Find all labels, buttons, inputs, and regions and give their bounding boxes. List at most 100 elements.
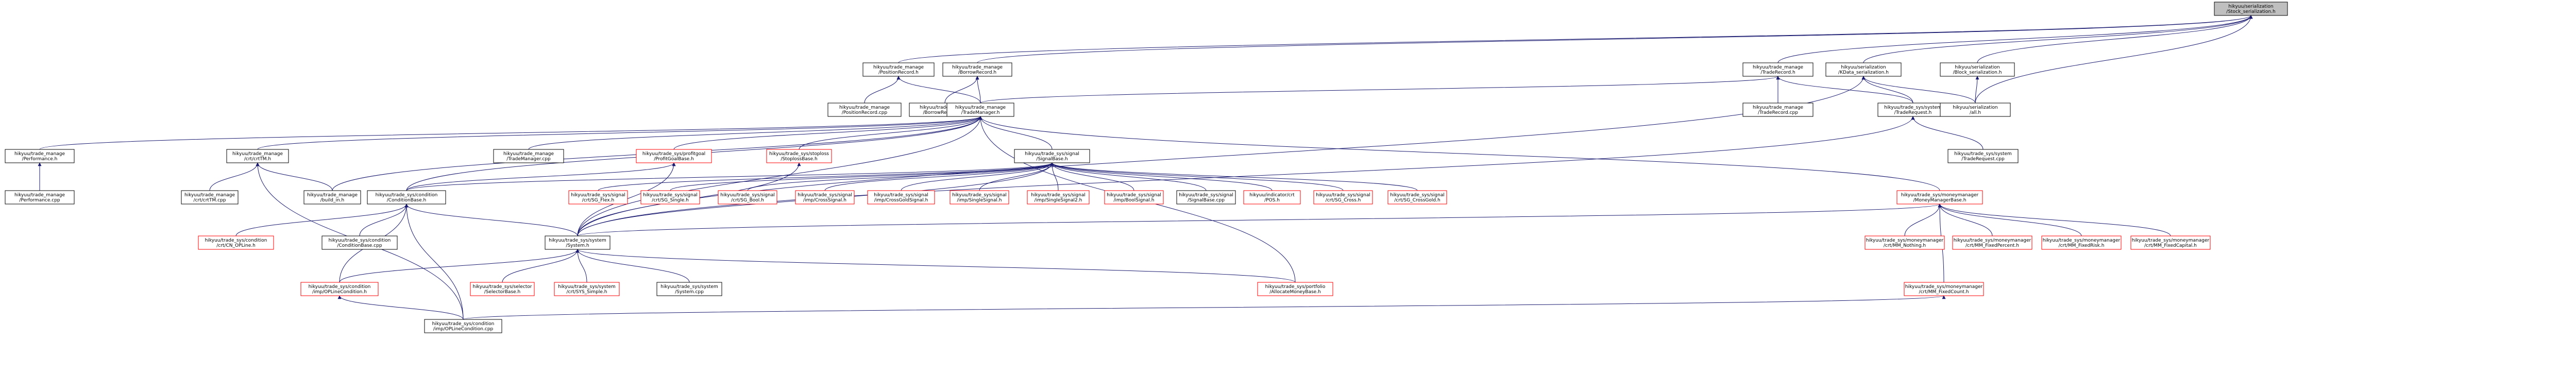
node-label-line: hikyuu/trade_sys/condition: [432, 321, 495, 327]
node-label-line: /build_in.h: [320, 198, 344, 203]
node-imp-crossgold[interactable]: hikyuu/trade_sys/signal/imp/CrossGoldSig…: [867, 190, 935, 205]
node-mm-base[interactable]: hikyuu/trade_sys/moneymanager/MoneyManag…: [1896, 190, 1983, 205]
node-label-line: hikyuu/trade_sys/moneymanager: [1901, 193, 1979, 198]
node-box: [862, 62, 935, 77]
include-edge-traderec_h-to-root: [1777, 15, 2253, 63]
node-cond-base[interactable]: hikyuu/trade_sys/condition/ConditionBase…: [367, 190, 446, 205]
node-perf-h[interactable]: hikyuu/trade_manage/Performance.h: [5, 149, 75, 163]
include-edge-tm_cpp-to-tm_h: [528, 116, 982, 150]
node-perf-cpp[interactable]: hikyuu/trade_manage/Performance.cpp: [5, 190, 75, 205]
include-edge-imp_single2-to-sig_base: [1050, 162, 1059, 191]
node-box: [424, 319, 502, 333]
include-edge-system_h-to-mm_base: [577, 204, 1941, 236]
node-crttm-h[interactable]: hikyuu/trade_manage/crt/crtTM.h: [226, 149, 289, 163]
node-posrec-h[interactable]: hikyuu/trade_manage/PositionRecord.h: [862, 62, 935, 77]
node-label-line: hikyuu/trade_sys/signal: [571, 193, 625, 198]
node-imp-single[interactable]: hikyuu/trade_sys/signal/imp/SingleSignal…: [950, 190, 1009, 205]
node-pg-base[interactable]: hikyuu/trade_sys/profitgoal/ProfitGoalBa…: [636, 149, 712, 163]
node-label-line: hikyuu/trade_sys/condition: [376, 193, 438, 198]
node-crttm-cpp[interactable]: hikyuu/trade_manage/crt/crtTM.cpp: [181, 190, 239, 205]
node-box: [2214, 2, 2288, 16]
node-sg-single[interactable]: hikyuu/trade_sys/signal/crt/SG_Single.h: [640, 190, 700, 205]
node-kdata-ser[interactable]: hikyuu/serialization/KData_serialization…: [1825, 62, 1902, 77]
node-label-line: hikyuu/trade_manage: [307, 193, 358, 198]
node-label-line: hikyuu/trade_manage: [952, 65, 1003, 70]
node-mm-fixpct[interactable]: hikyuu/trade_sys/moneymanager/crt/MM_Fix…: [1952, 235, 2032, 250]
node-sp-base[interactable]: hikyuu/trade_sys/stoploss/StoplossBase.h: [766, 149, 832, 163]
node-root[interactable]: hikyuu/serialization/Stock_serialization…: [2214, 2, 2288, 16]
node-ind-pos[interactable]: hikyuu/indicator/crt/POS.h: [1243, 190, 1301, 205]
node-sig-cpp[interactable]: hikyuu/trade_sys/signal/SignalBase.cpp: [1176, 190, 1236, 205]
node-label-line: /TradeRecord.h: [1760, 70, 1795, 75]
node-label-line: hikyuu/serialization: [2228, 4, 2273, 9]
include-edge-cond_cpp-to-cond_base: [359, 204, 409, 236]
node-label-line: hikyuu/trade_sys/signal: [1390, 193, 1445, 198]
node-label-line: /imp/OPLineCondition.h: [312, 290, 367, 295]
include-edge-mm_fixrisk-to-mm_base: [1938, 204, 2082, 236]
include-edge-mm_nothing-to-mm_base: [1904, 204, 1942, 236]
node-mm-fixrisk[interactable]: hikyuu/trade_sys/moneymanager/crt/MM_Fix…: [2041, 235, 2122, 250]
node-sg-cross[interactable]: hikyuu/trade_sys/signal/crt/SG_Cross.h: [1313, 190, 1373, 205]
node-cn-opline[interactable]: hikyuu/trade_sys/condition/crt/CN_OPLine…: [198, 235, 274, 250]
node-box: [321, 235, 398, 250]
node-label-line: /imp/OPLineCondition.cpp: [433, 327, 494, 332]
node-box: [1243, 190, 1301, 205]
node-imp-single2[interactable]: hikyuu/trade_sys/signal/imp/SingleSignal…: [1027, 190, 1090, 205]
node-label-line: /SignalBase.cpp: [1188, 198, 1225, 203]
include-edge-imp_opline-to-system_h: [339, 249, 580, 283]
node-imp-bool[interactable]: hikyuu/trade_sys/signal/imp/BoolSignal.h: [1104, 190, 1164, 205]
include-edge-sp_base-to-tm_h: [799, 116, 982, 150]
node-label-line: /System.h: [566, 243, 589, 248]
node-borrow-h[interactable]: hikyuu/trade_manage/BorrowRecord.h: [942, 62, 1012, 77]
node-all-h[interactable]: hikyuu/serialization/all.h: [1940, 103, 2011, 117]
node-sg-flex[interactable]: hikyuu/trade_sys/signal/crt/SG_Flex.h: [568, 190, 628, 205]
node-sg-bool[interactable]: hikyuu/trade_sys/signal/crt/SG_Bool.h: [718, 190, 777, 205]
node-tradereq-cpp[interactable]: hikyuu/trade_sys/system/TradeRequest.cpp: [1947, 149, 2019, 163]
node-label-line: /all.h: [1970, 110, 1981, 115]
node-sys-simple[interactable]: hikyuu/trade_sys/system/crt/SYS_Simple.h: [554, 282, 620, 296]
node-block-ser[interactable]: hikyuu/serialization/Block_serialization…: [1940, 62, 2015, 77]
node-label-line: hikyuu/trade_sys/signal: [874, 193, 928, 198]
node-label-line: hikyuu/trade_sys/system: [1954, 151, 2012, 157]
node-label-line: /TradeRequest.cpp: [1961, 157, 2005, 162]
node-imp-cross[interactable]: hikyuu/trade_sys/signal/imp/CrossSignal.…: [795, 190, 855, 205]
node-cond-cpp[interactable]: hikyuu/trade_sys/condition/ConditionBase…: [321, 235, 398, 250]
node-sg-crossgold[interactable]: hikyuu/trade_sys/signal/crt/SG_CrossGold…: [1387, 190, 1447, 205]
node-box: [718, 190, 777, 205]
include-edge-mm_base-to-tm_h: [978, 116, 1940, 191]
node-box: [2041, 235, 2122, 250]
node-posrec-cpp[interactable]: hikyuu/trade_manage/PositionRecord.cpp: [827, 103, 902, 117]
node-traderec-h[interactable]: hikyuu/trade_manage/TradeRecord.h: [1742, 62, 1814, 77]
include-edge-sel_base-to-system_h: [502, 249, 580, 283]
node-label-line: hikyuu/trade_sys/moneymanager: [1954, 238, 2031, 243]
node-build-in[interactable]: hikyuu/trade_manage/build_in.h: [303, 190, 361, 205]
include-edge-all_h-to-block_ser: [1975, 76, 1979, 104]
node-box: [946, 103, 1014, 117]
node-box: [300, 282, 379, 296]
node-traderec-cpp[interactable]: hikyuu/trade_manage/TradeRecord.cpp: [1742, 103, 1814, 117]
node-sel-base[interactable]: hikyuu/trade_sys/selector/SelectorBase.h: [470, 282, 535, 296]
node-label-line: /crt/SG_Bool.h: [731, 198, 764, 203]
include-edge-all_h-to-root: [1975, 15, 2253, 104]
node-box: [568, 190, 628, 205]
node-imp-opline-cpp[interactable]: hikyuu/trade_sys/condition/imp/OPLineCon…: [424, 319, 502, 333]
node-label-line: hikyuu/trade_sys/system: [549, 238, 606, 243]
node-system-h[interactable]: hikyuu/trade_sys/system/System.h: [545, 235, 611, 250]
node-tm-cpp[interactable]: hikyuu/trade_manage/TradeManager.cpp: [493, 149, 564, 163]
node-box: [1742, 62, 1814, 77]
node-box: [1952, 235, 2032, 250]
node-tradereq-h[interactable]: hikyuu/trade_sys/system/TradeRequest.h: [1877, 103, 1948, 117]
node-label-line: hikyuu/trade_sys/signal: [1179, 193, 1233, 198]
node-box: [5, 190, 75, 205]
node-label-line: hikyuu/serialization: [1955, 65, 1999, 70]
node-sys-cpp[interactable]: hikyuu/trade_sys/system/System.cpp: [656, 282, 722, 296]
node-sig-base[interactable]: hikyuu/trade_sys/signal/SignalBase.h: [1014, 149, 1090, 163]
node-mm-nothing[interactable]: hikyuu/trade_sys/moneymanager/crt/MM_Not…: [1865, 235, 1945, 250]
node-label-line: hikyuu/trade_sys/signal: [1316, 193, 1370, 198]
node-alloc-base[interactable]: hikyuu/trade_sys/portfolio/AllocateMoney…: [1257, 282, 1333, 296]
node-imp-opline[interactable]: hikyuu/trade_sys/condition/imp/OPLineCon…: [300, 282, 379, 296]
node-mm-fixcount[interactable]: hikyuu/trade_sys/moneymanager/crt/MM_Fix…: [1904, 282, 1984, 296]
node-mm-fixcap[interactable]: hikyuu/trade_sys/moneymanager/crt/MM_Fix…: [2130, 235, 2211, 250]
include-edge-cond_base-to-pg_base: [406, 162, 676, 191]
node-tm-h[interactable]: hikyuu/trade_manage/TradeManager.h: [946, 103, 1014, 117]
